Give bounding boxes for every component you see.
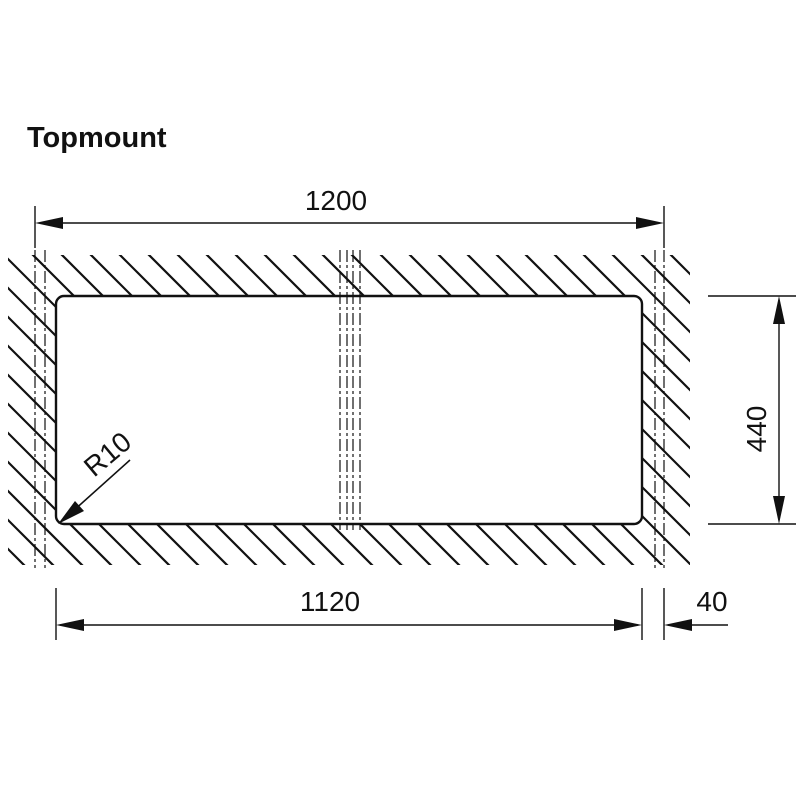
hatch-line [636, 255, 690, 565]
height-label: 440 [741, 406, 772, 453]
dimension-height [708, 295, 796, 525]
arrow-down-icon [773, 496, 785, 524]
hatch-line [8, 255, 69, 565]
diagram-title: Topmount [27, 122, 167, 154]
arrow-left-icon [664, 619, 692, 631]
radius-leader [58, 459, 131, 524]
cutout-outline [54, 294, 644, 526]
dimension-overall-width [34, 206, 665, 248]
arrow-left-icon [56, 619, 84, 631]
arrow-left-icon [35, 217, 63, 229]
side-margin-label: 40 [696, 586, 727, 617]
hatch-line [607, 255, 690, 565]
cutout-width-label: 1120 [300, 586, 360, 617]
arrow-up-icon [773, 296, 785, 324]
overall-width-label: 1200 [305, 185, 367, 216]
arrow-down-left-icon [58, 501, 84, 524]
center-lines [34, 250, 665, 568]
hatch-line [8, 255, 11, 565]
dimension-cutout-width [55, 588, 728, 640]
arrow-right-icon [614, 619, 642, 631]
hatch-line [8, 255, 98, 565]
arrow-right-icon [636, 217, 664, 229]
